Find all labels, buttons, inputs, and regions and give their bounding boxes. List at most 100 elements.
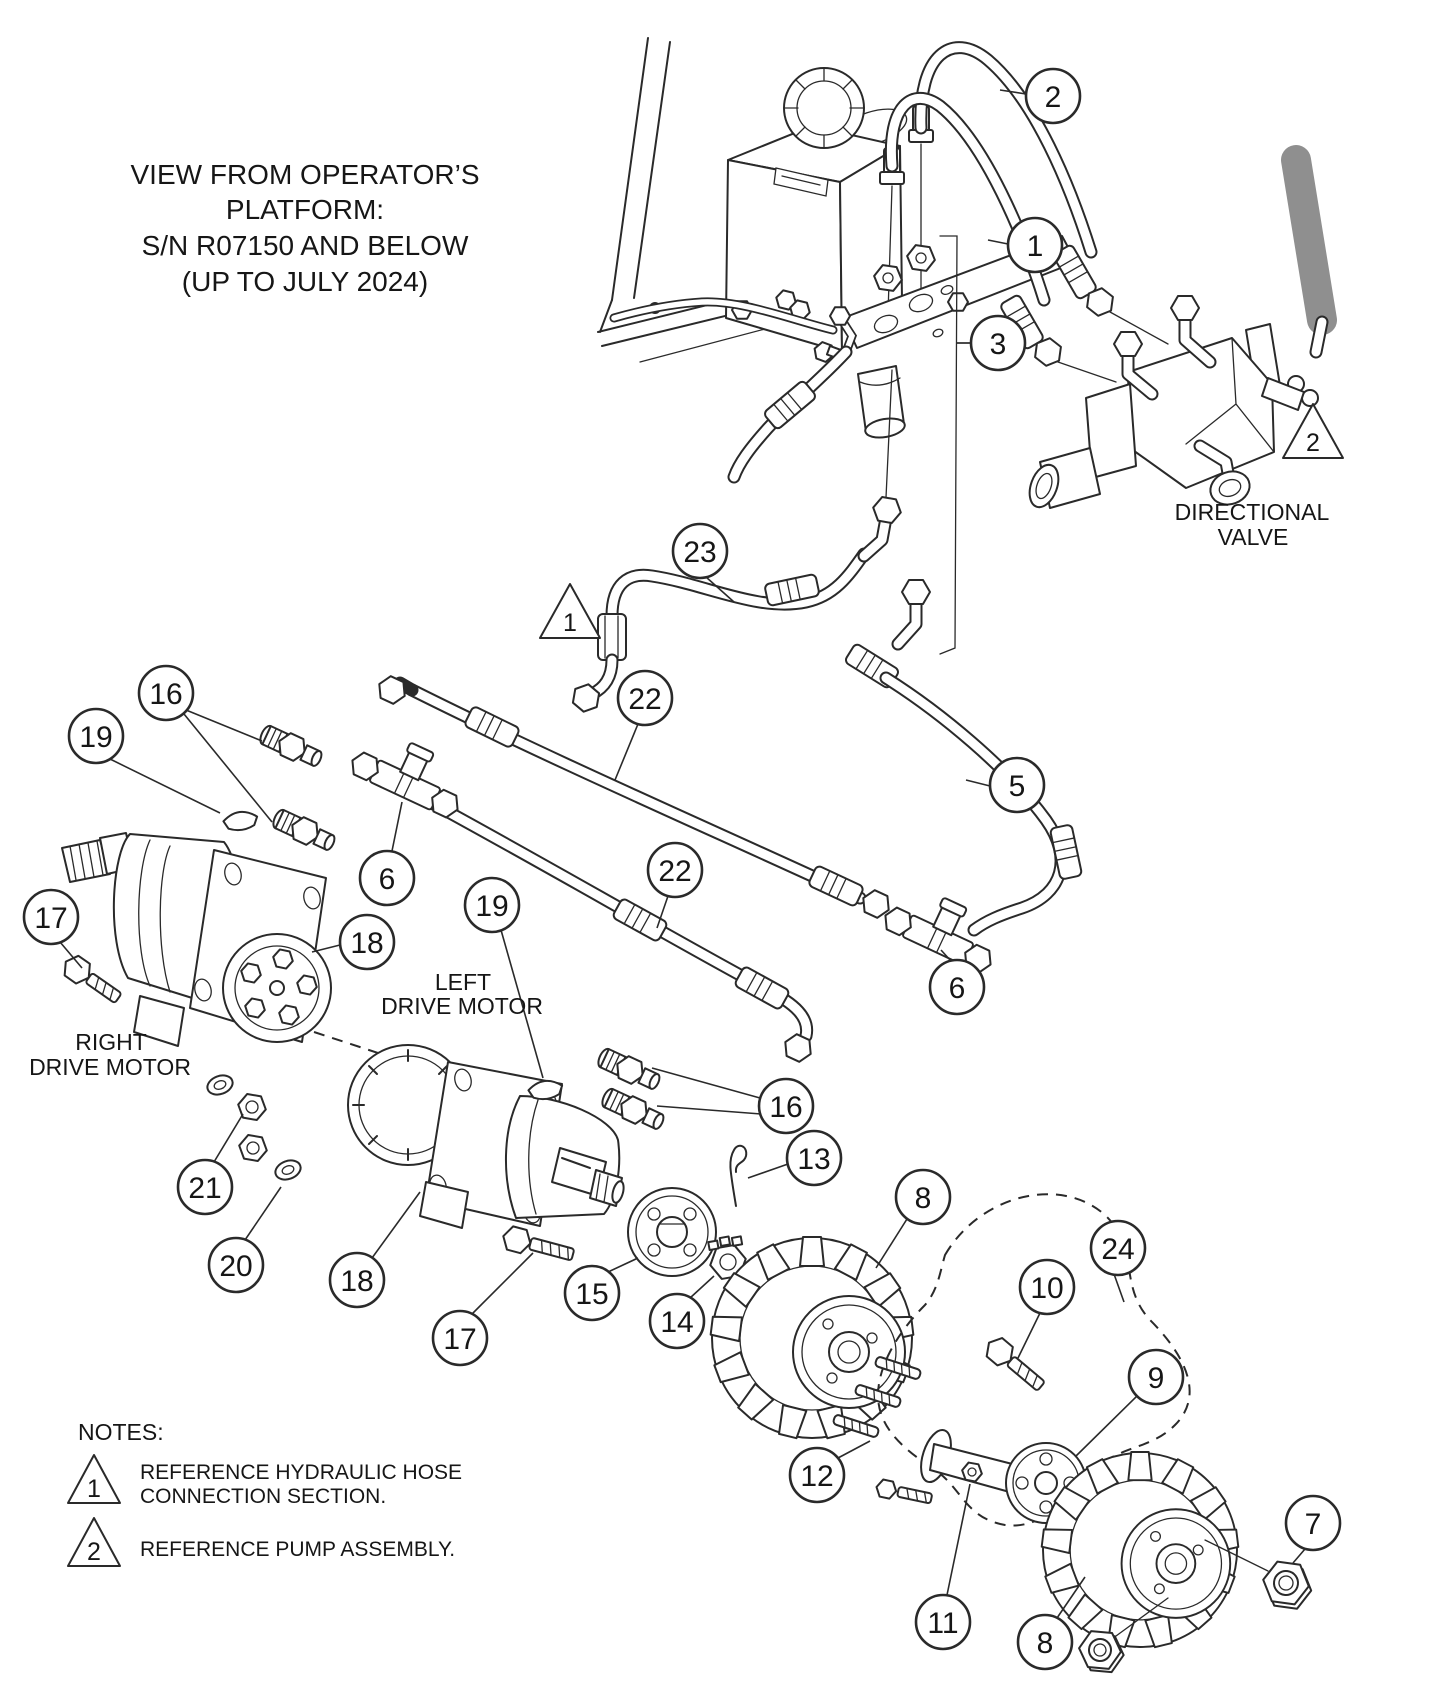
svg-text:17: 17 (34, 902, 67, 935)
callout: 20 (207, 1186, 282, 1294)
callout: 17 (22, 888, 83, 969)
valve-lever-handle (1281, 145, 1337, 335)
callout: 5 (965, 756, 1046, 814)
svg-text:15: 15 (575, 1278, 608, 1311)
svg-text:19: 19 (475, 890, 508, 923)
title-line-1: VIEW FROM OPERATOR’S (131, 159, 480, 190)
svg-text:6: 6 (379, 863, 396, 896)
svg-text:17: 17 (443, 1323, 476, 1356)
notes-block: NOTES: 1 REFERENCE HYDRAULIC HOSE CONNEC… (67, 1419, 462, 1567)
callout: 19 (67, 707, 221, 814)
svg-text:11: 11 (927, 1607, 958, 1640)
directional-valve-label: VALVE (1218, 524, 1289, 550)
svg-text:22: 22 (628, 683, 661, 716)
lug-nut (1262, 1560, 1313, 1610)
svg-text:19: 19 (79, 721, 112, 754)
straight-adapter-fitting (595, 1045, 663, 1094)
filler-cap (783, 67, 865, 149)
axle-nut (959, 1460, 985, 1484)
straight-adapter-fitting (257, 722, 325, 771)
title-line-4: (UP TO JULY 2024) (182, 266, 428, 297)
callout: 18 (328, 1191, 421, 1309)
motor-bolt (57, 950, 122, 1004)
directional-valve (1028, 145, 1337, 509)
callout: 8 (1016, 1576, 1086, 1671)
svg-text:6: 6 (949, 972, 966, 1005)
callouts: 2 1 3 23 16 22 19 5 22 6 19 17 18 6 16 1… (22, 67, 1342, 1671)
title-block: VIEW FROM OPERATOR’S PLATFORM: S/N R0715… (131, 159, 480, 297)
callout: 19 (463, 876, 544, 1079)
callout: 8 (875, 1168, 952, 1269)
right-drive-motor (57, 808, 431, 1184)
svg-text:7: 7 (1305, 1508, 1322, 1541)
cotter-pin (729, 1144, 748, 1207)
castle-nut (707, 1235, 747, 1280)
callout: 1 (987, 216, 1064, 274)
svg-text:2: 2 (1045, 81, 1062, 114)
callout: 13 (747, 1129, 843, 1187)
axle-bolt (980, 1332, 1045, 1391)
svg-text:8: 8 (915, 1182, 932, 1215)
motor-bolt (499, 1223, 575, 1261)
hoses-22 (257, 672, 1008, 1134)
left-drive-motor-label: LEFT (435, 969, 491, 995)
tee-fitting (347, 723, 475, 820)
lock-washer (203, 1071, 237, 1099)
callout: 16 (137, 664, 273, 823)
callout: 12 (788, 1440, 871, 1504)
note-2-marker: 2 (87, 1538, 101, 1566)
right-drive-motor-label: RIGHT (75, 1029, 147, 1055)
shaft-nut (235, 1091, 269, 1123)
svg-text:5: 5 (1009, 770, 1026, 803)
warning-triangle-hose: 1 (539, 583, 601, 639)
flat-washer (271, 1156, 305, 1184)
svg-text:24: 24 (1101, 1233, 1134, 1266)
callout: 21 (176, 1113, 244, 1216)
callout: 3 (957, 314, 1027, 372)
callout: 15 (563, 1257, 639, 1322)
callout: 22 (646, 841, 704, 929)
hose-5 (843, 579, 1084, 937)
left-drive-motor (347, 1044, 625, 1261)
callout: 14 (648, 1275, 715, 1350)
callout: 23 (671, 522, 735, 603)
callout: 11 (914, 1483, 972, 1651)
svg-text:16: 16 (149, 678, 182, 711)
note-2-text: REFERENCE PUMP ASSEMBLY. (140, 1538, 455, 1561)
part-labels: DIRECTIONAL VALVE RIGHT DRIVE MOTOR LEFT… (29, 499, 1329, 1080)
callout: 18 (311, 913, 396, 971)
wheel-hub-flange (627, 1187, 717, 1277)
callout: 10 (1017, 1258, 1076, 1359)
svg-text:10: 10 (1030, 1272, 1063, 1305)
woodruff-key (221, 808, 260, 834)
lug-nut (1078, 1630, 1125, 1674)
svg-text:18: 18 (350, 927, 383, 960)
callout: 16 (651, 1067, 815, 1135)
tank-label-plate (773, 167, 829, 197)
svg-text:13: 13 (797, 1143, 830, 1176)
svg-text:3: 3 (990, 328, 1007, 361)
straight-adapter-fitting (270, 806, 338, 855)
svg-text:9: 9 (1148, 1362, 1165, 1395)
callout: 22 (614, 669, 674, 781)
title-line-3: S/N R07150 AND BELOW (142, 230, 469, 261)
svg-text:16: 16 (769, 1091, 802, 1124)
wheel (710, 1237, 913, 1439)
note-1-marker: 1 (87, 1475, 101, 1503)
callout: 6 (358, 801, 416, 907)
svg-text:18: 18 (340, 1265, 373, 1298)
svg-text:14: 14 (660, 1306, 693, 1339)
svg-text:20: 20 (219, 1250, 252, 1283)
svg-text:23: 23 (683, 536, 716, 569)
notes-heading: NOTES: (78, 1419, 164, 1445)
callout: 24 (1089, 1219, 1147, 1303)
right-drive-motor-label: DRIVE MOTOR (29, 1054, 191, 1080)
callout: 2 (999, 67, 1082, 125)
warning-number: 2 (1306, 429, 1320, 457)
svg-text:8: 8 (1037, 1627, 1054, 1660)
shaft-nut (236, 1132, 270, 1164)
callout: 7 (1284, 1494, 1342, 1564)
hose-23 (566, 494, 904, 718)
warning-number: 1 (563, 609, 577, 637)
